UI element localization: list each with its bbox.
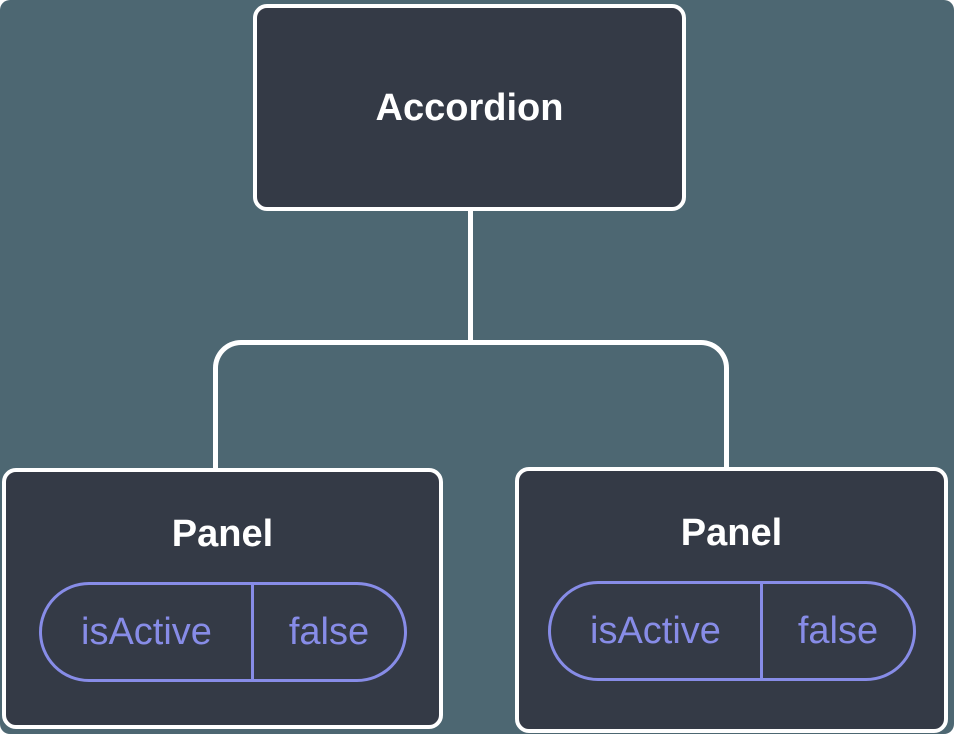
connector-bracket xyxy=(213,340,729,468)
panel-node-label: Panel xyxy=(680,512,783,554)
panel-node-left: Panel isActive false xyxy=(2,468,443,729)
state-value: false xyxy=(797,609,879,652)
state-key: isActive xyxy=(42,585,255,679)
accordion-node-label: Accordion xyxy=(375,86,564,129)
panel-node-label: Panel xyxy=(171,513,274,555)
connector-stem xyxy=(468,209,473,343)
accordion-node: Accordion xyxy=(253,4,686,211)
state-pill: isActive false xyxy=(38,582,407,682)
state-value: false xyxy=(288,610,370,653)
state-pill: isActive false xyxy=(547,581,916,681)
state-key: isActive xyxy=(551,584,764,678)
panel-node-right: Panel isActive false xyxy=(515,467,948,733)
